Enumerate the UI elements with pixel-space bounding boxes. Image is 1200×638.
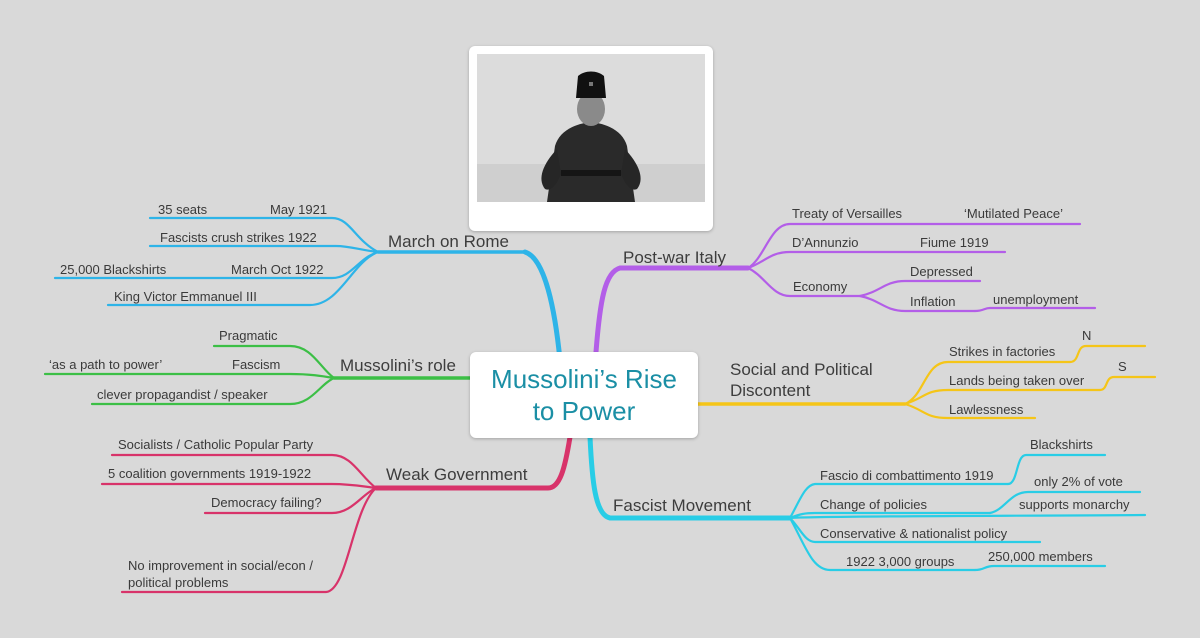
subtopic-north[interactable]: N [1082, 328, 1091, 343]
topic-social-discontent-line2[interactable]: Discontent [730, 381, 810, 401]
subtopic-lands-taken-over[interactable]: Lands being taken over [949, 373, 1084, 388]
topic-march-on-rome[interactable]: March on Rome [388, 232, 509, 252]
subtopic-lawlessness[interactable]: Lawlessness [949, 402, 1023, 417]
subtopic-fiume-1919[interactable]: Fiume 1919 [920, 235, 989, 250]
topic-fascist-movement[interactable]: Fascist Movement [613, 496, 751, 516]
subtopic-strikes-in-factories[interactable]: Strikes in factories [949, 344, 1055, 359]
subtopic-pragmatic[interactable]: Pragmatic [219, 328, 278, 343]
topic-post-war-italy[interactable]: Post-war Italy [623, 248, 726, 268]
subtopic-treaty-of-versailles[interactable]: Treaty of Versailles [792, 206, 902, 221]
subtopic-clever-propagandist[interactable]: clever propagandist / speaker [97, 387, 268, 402]
topic-social-discontent-line1[interactable]: Social and Political [730, 360, 873, 380]
subtopic-25000-blackshirts[interactable]: 25,000 Blackshirts [60, 262, 166, 277]
subtopic-35-seats[interactable]: 35 seats [158, 202, 207, 217]
subtopic-path-to-power[interactable]: ‘as a path to power’ [49, 357, 162, 372]
subtopic-inflation[interactable]: Inflation [910, 294, 956, 309]
subtopic-dannunzio[interactable]: D’Annunzio [792, 235, 859, 250]
subtopic-economy[interactable]: Economy [793, 279, 847, 294]
subtopic-mutilated-peace[interactable]: ‘Mutilated Peace’ [964, 206, 1063, 221]
subtopic-unemployment[interactable]: unemployment [993, 292, 1078, 307]
central-topic-title: Mussolini’s Rise to Power [491, 363, 677, 427]
portrait-photo-card [469, 46, 713, 231]
subtopic-blackshirts[interactable]: Blackshirts [1030, 437, 1093, 452]
subtopic-supports-monarchy[interactable]: supports monarchy [1019, 497, 1130, 512]
topic-weak-government[interactable]: Weak Government [386, 465, 527, 485]
subtopic-democracy-failing[interactable]: Democracy failing? [211, 495, 322, 510]
subtopic-no-improvement-line2[interactable]: political problems [128, 575, 228, 590]
subtopic-may-1921[interactable]: May 1921 [270, 202, 327, 217]
portrait-photo-icon [477, 54, 705, 202]
subtopic-fascism[interactable]: Fascism [232, 357, 280, 372]
subtopic-south[interactable]: S [1118, 359, 1127, 374]
subtopic-fascists-crush-strikes[interactable]: Fascists crush strikes 1922 [160, 230, 317, 245]
topic-mussolini-role[interactable]: Mussolini’s role [340, 356, 456, 376]
subtopic-250000-members[interactable]: 250,000 members [988, 549, 1093, 564]
subtopic-depressed[interactable]: Depressed [910, 264, 973, 279]
subtopic-conservative-nationalist[interactable]: Conservative & nationalist policy [820, 526, 1007, 541]
central-topic[interactable]: Mussolini’s Rise to Power [470, 352, 698, 438]
subtopic-coalition-governments[interactable]: 5 coalition governments 1919-1922 [108, 466, 311, 481]
subtopic-change-of-policies[interactable]: Change of policies [820, 497, 927, 512]
subtopic-king-victor-emmanuel[interactable]: King Victor Emmanuel III [114, 289, 257, 304]
subtopic-socialists-catholic[interactable]: Socialists / Catholic Popular Party [118, 437, 313, 452]
subtopic-fascio-di-combattimento[interactable]: Fascio di combattimento 1919 [820, 468, 993, 483]
subtopic-only-2-percent[interactable]: only 2% of vote [1034, 474, 1123, 489]
subtopic-1922-groups[interactable]: 1922 3,000 groups [846, 554, 954, 569]
subtopic-march-oct-1922[interactable]: March Oct 1922 [231, 262, 324, 277]
subtopic-no-improvement-line1[interactable]: No improvement in social/econ / [128, 558, 313, 573]
